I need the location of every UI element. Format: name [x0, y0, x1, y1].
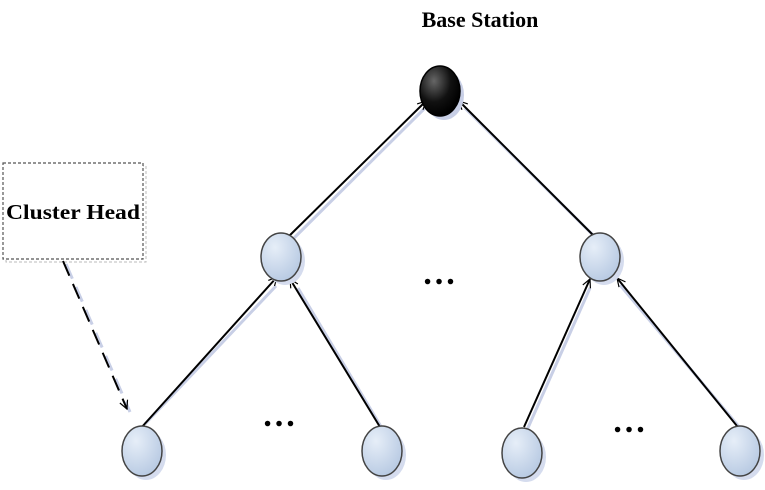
edge-ch-left-to-base: [282, 101, 426, 243]
edge-leaf4-to-ch-right: [617, 278, 738, 427]
ellipsis-right-bottom: …: [612, 403, 648, 440]
cluster-head-callout: Cluster Head: [2, 162, 147, 263]
edges: [140, 101, 738, 429]
edge-leaf1-to-ch-left: [140, 277, 277, 429]
callout-pointer: [62, 260, 132, 413]
ellipsis-left-bottom: …: [262, 397, 298, 434]
edge-shadow: [284, 106, 427, 248]
edge-leaf2-to-ch-left: [289, 279, 381, 428]
node-circle: [361, 425, 403, 477]
node-circle: [501, 427, 543, 479]
base-station-label: Base Station: [422, 7, 539, 32]
cluster-head-node-right: [579, 232, 624, 285]
edge-shadow: [525, 287, 592, 431]
callout-pointer-shadow: [64, 263, 132, 413]
node-circle: [260, 232, 302, 282]
edge-shadow: [143, 284, 278, 426]
node-circle: [121, 425, 163, 477]
edge-leaf3-to-ch-right: [523, 279, 590, 428]
base-station-node: [419, 65, 464, 120]
base-station-icon: [419, 65, 461, 117]
leaf-node-4: [719, 425, 764, 480]
callout-pointer-line: [62, 260, 127, 409]
callout-box: [2, 162, 144, 260]
leaf-node-3: [501, 427, 546, 482]
node-circle: [579, 232, 621, 282]
edge-shadow: [296, 287, 385, 431]
leaf-node-1: [121, 425, 166, 480]
ellipsis-middle: …: [422, 255, 458, 292]
cluster-head-node-left: [260, 232, 305, 285]
leaf-node-2: [361, 425, 406, 480]
edge-ch-right-to-base: [459, 101, 601, 243]
cluster-head-label: Cluster Head: [6, 200, 140, 224]
node-circle: [719, 425, 761, 477]
